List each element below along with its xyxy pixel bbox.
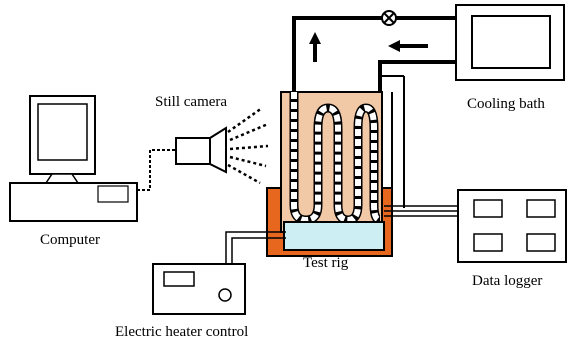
label-data-logger: Data logger [472, 273, 542, 289]
label-cooling-bath: Cooling bath [467, 96, 545, 112]
flow-up-arrow-icon [309, 32, 321, 62]
test-rig [266, 75, 405, 257]
camera-cable [137, 149, 176, 191]
data-logger [457, 189, 567, 263]
label-still-camera: Still camera [155, 94, 227, 110]
label-test-rig: Test rig [303, 255, 349, 271]
valve-icon [381, 10, 397, 26]
logger-wires [384, 205, 458, 217]
label-computer: Computer [40, 232, 100, 248]
heater-control [152, 263, 246, 315]
flow-left-arrow-icon [388, 40, 428, 52]
label-heater-control: Electric heater control [115, 324, 248, 340]
still-camera [175, 106, 269, 185]
computer [9, 95, 138, 222]
heater-wires [225, 231, 286, 264]
cooling-bath [455, 4, 565, 81]
cooling-pipes [292, 16, 456, 92]
